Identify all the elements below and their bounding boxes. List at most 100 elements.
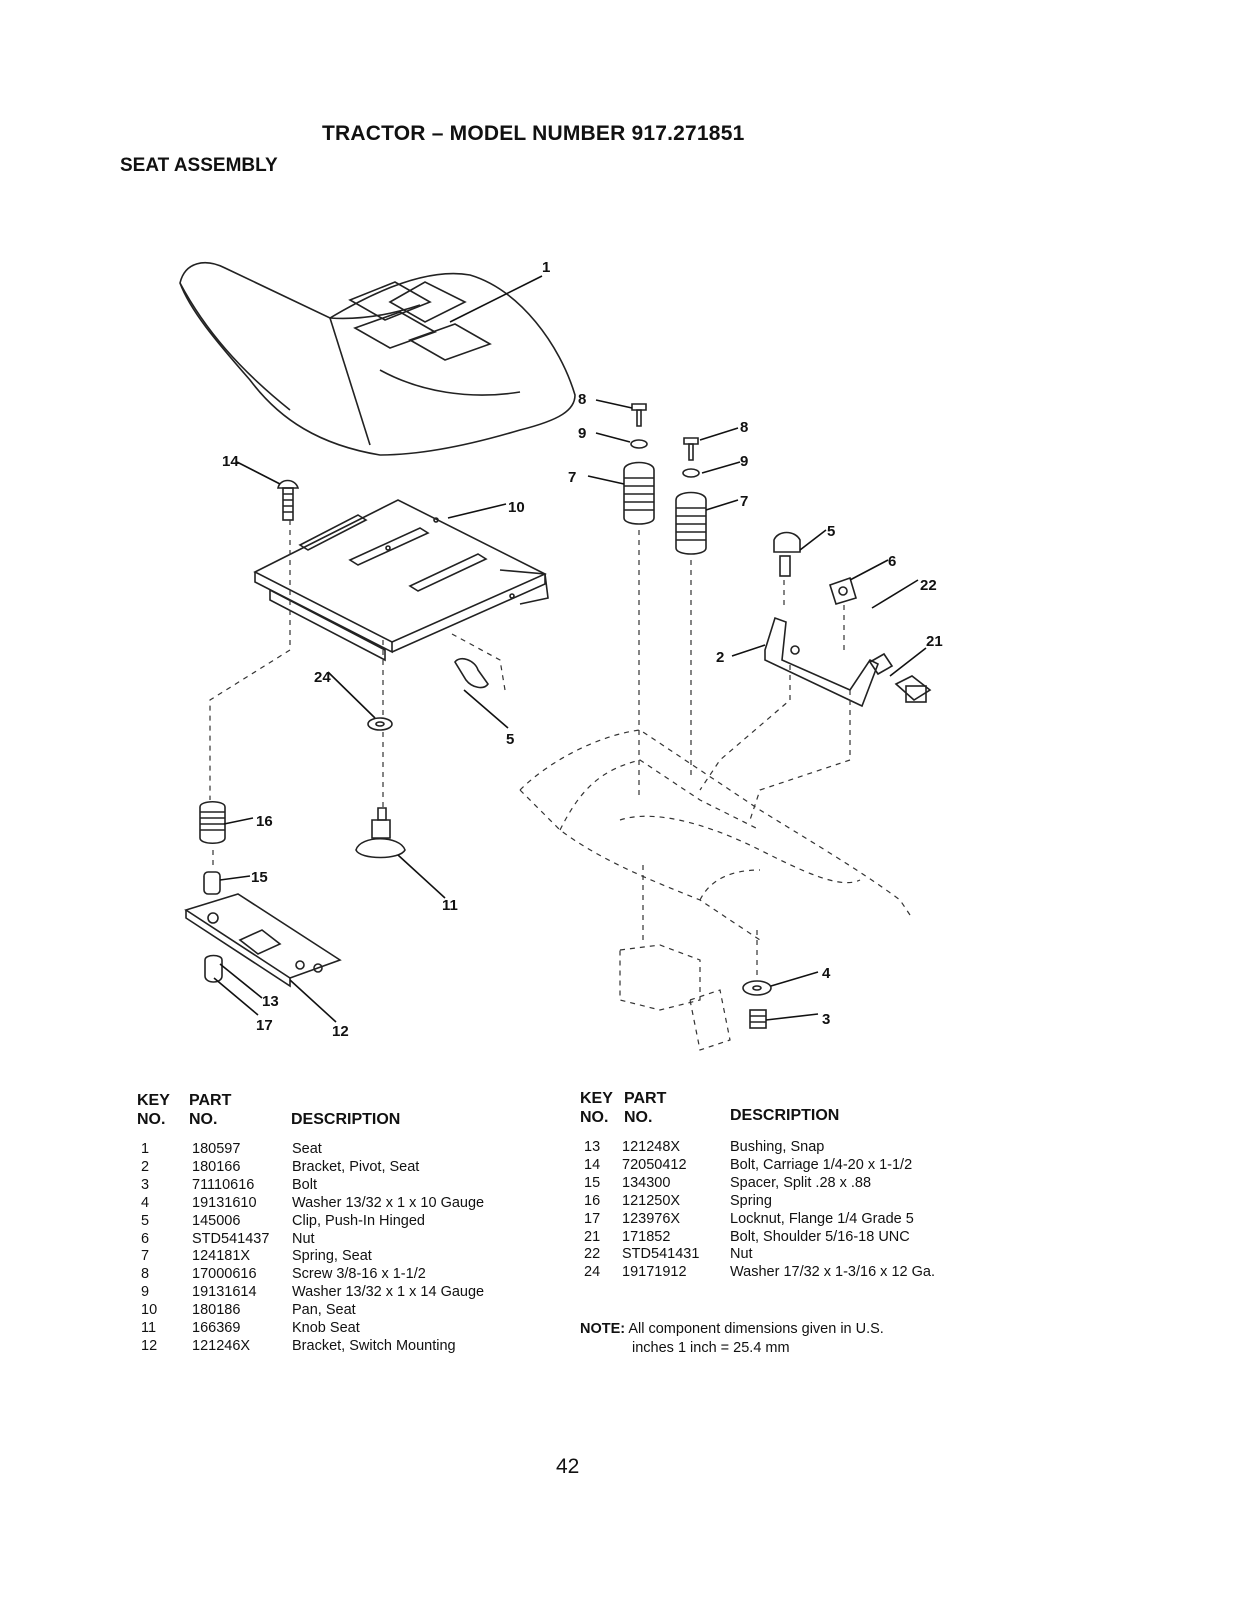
- part-description: Spring: [730, 1192, 772, 1209]
- part-description: Washer 13/32 x 1 x 14 Gauge: [292, 1284, 485, 1301]
- callout-numbers: 1 2 3 4 5 5 6 7 7 8 8 9 9 10 11 12 13 14…: [222, 259, 943, 1040]
- part-description: Locknut, Flange 1/4 Grade 5: [730, 1210, 914, 1227]
- switch-bracket-illustration: [184, 800, 342, 988]
- key-number: 4: [141, 1194, 150, 1211]
- key-number: 2: [141, 1158, 150, 1175]
- part-description: Seat: [292, 1141, 322, 1157]
- key-number: 9: [141, 1284, 150, 1301]
- part-description: Screw 3/8-16 x 1-1/2: [292, 1266, 426, 1283]
- callout-22: 22: [920, 577, 937, 594]
- part-description: Knob Seat: [292, 1320, 360, 1336]
- callout-15: 15: [251, 869, 268, 886]
- seat-assembly-diagram: 1 2 3 4 5 5 6 7 7 8 8 9 9 10 11 12 13 14…: [179, 259, 943, 1051]
- header-key: KEY: [580, 1090, 613, 1107]
- header-description: DESCRIPTION: [291, 1111, 401, 1128]
- seat-springs-illustration: [623, 403, 707, 555]
- key-number: 8: [141, 1266, 150, 1283]
- part-number: 121248X: [622, 1139, 681, 1155]
- part-number: 171852: [622, 1228, 671, 1245]
- callout-3: 3: [822, 1011, 830, 1028]
- callout-24: 24: [314, 669, 331, 686]
- key-number: 17: [584, 1210, 601, 1227]
- part-number: 71110616: [192, 1176, 255, 1193]
- clip-illustration: [454, 658, 489, 689]
- part-description: Bolt: [292, 1176, 317, 1193]
- key-number: 10: [141, 1302, 158, 1319]
- callout-1: 1: [542, 259, 550, 276]
- callout-17: 17: [256, 1017, 273, 1034]
- part-number: 19131614: [192, 1284, 257, 1301]
- key-number: 1: [141, 1141, 150, 1157]
- part-number: 121250X: [622, 1192, 681, 1209]
- key-number: 11: [141, 1320, 157, 1336]
- part-number: 72050412: [622, 1156, 687, 1173]
- part-number: 121246X: [192, 1337, 251, 1354]
- header-part: PART: [189, 1092, 232, 1109]
- part-description: Washer 17/32 x 1-3/16 x 12 Ga.: [730, 1264, 935, 1281]
- header-part: PART: [624, 1090, 667, 1107]
- callout-8-left: 8: [578, 391, 586, 408]
- callout-13: 13: [262, 993, 279, 1010]
- key-number: 22: [584, 1246, 601, 1263]
- frame-hardware-illustration: [742, 980, 772, 1029]
- callout-2: 2: [716, 649, 724, 666]
- part-number: 166369: [192, 1320, 241, 1336]
- note-label: NOTE:: [580, 1321, 626, 1337]
- header-key: KEY: [137, 1092, 170, 1109]
- callout-5-upper: 5: [827, 523, 835, 540]
- callout-10: 10: [508, 499, 525, 516]
- header-key-no: NO.: [137, 1111, 166, 1128]
- header-part-no: NO.: [624, 1109, 653, 1126]
- part-description: Bolt, Carriage 1/4-20 x 1-1/2: [730, 1156, 913, 1173]
- callout-4: 4: [822, 965, 831, 982]
- part-description: Nut: [292, 1230, 315, 1247]
- callout-12: 12: [332, 1023, 349, 1040]
- key-number: 21: [584, 1228, 601, 1245]
- callout-5-lower: 5: [506, 731, 514, 748]
- callout-11: 11: [442, 897, 458, 914]
- part-description: Bracket, Switch Mounting: [292, 1337, 456, 1354]
- note-line-1: All component dimensions given in U.S.: [628, 1321, 884, 1337]
- part-description: Washer 13/32 x 1 x 10 Gauge: [292, 1194, 485, 1211]
- part-description: Pan, Seat: [292, 1302, 356, 1319]
- callout-9-left: 9: [578, 425, 586, 442]
- key-number: 15: [584, 1174, 601, 1191]
- page-number: 42: [556, 1455, 580, 1478]
- header-part-no: NO.: [189, 1111, 218, 1128]
- key-number: 6: [141, 1230, 150, 1247]
- part-number: 180597: [192, 1141, 241, 1157]
- callout-7-right: 7: [740, 493, 748, 510]
- callout-21: 21: [926, 633, 943, 650]
- key-number: 3: [141, 1176, 150, 1193]
- note: NOTE: All component dimensions given in …: [580, 1320, 1000, 1358]
- key-number: 7: [141, 1248, 150, 1265]
- part-number: 19131610: [192, 1194, 257, 1211]
- key-number: 5: [141, 1212, 150, 1229]
- part-number: STD541431: [622, 1246, 700, 1263]
- seat-illustration: [179, 261, 576, 456]
- part-number: 17000616: [192, 1266, 257, 1283]
- part-number: 123976X: [622, 1210, 681, 1227]
- callout-9-right: 9: [740, 453, 748, 470]
- part-description: Spring, Seat: [292, 1248, 372, 1265]
- part-description: Nut: [730, 1246, 753, 1263]
- part-number: 134300: [622, 1174, 671, 1191]
- tractor-frame-outline: [209, 520, 911, 1051]
- header-key-no: NO.: [580, 1109, 609, 1126]
- seat-pan-illustration: [253, 499, 549, 662]
- key-number: 24: [584, 1264, 601, 1281]
- callout-7-left: 7: [568, 469, 576, 486]
- part-number: 180166: [192, 1158, 241, 1175]
- callout-16: 16: [256, 813, 273, 830]
- part-description: Bracket, Pivot, Seat: [292, 1158, 420, 1175]
- key-number: 12: [141, 1337, 158, 1354]
- part-number: 145006: [192, 1212, 241, 1229]
- part-description: Bushing, Snap: [730, 1139, 825, 1155]
- leader-lines: [213, 275, 927, 1023]
- pivot-bracket-illustration: [764, 531, 932, 708]
- header-description: DESCRIPTION: [730, 1107, 840, 1124]
- note-line-2: inches 1 inch = 25.4 mm: [632, 1340, 790, 1356]
- key-number: 14: [584, 1156, 601, 1173]
- part-description: Clip, Push-In Hinged: [292, 1212, 425, 1229]
